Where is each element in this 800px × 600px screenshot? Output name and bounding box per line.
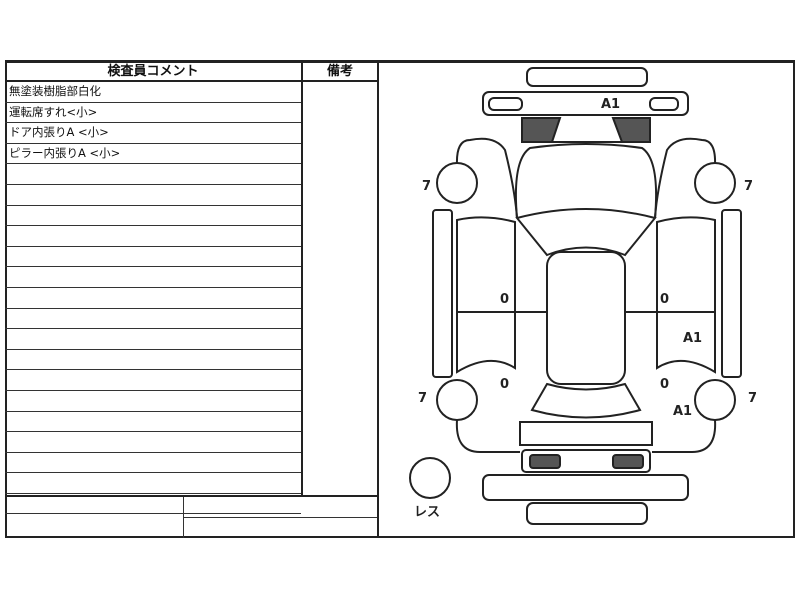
taillight-left: [529, 454, 561, 469]
left-doors: [456, 216, 516, 374]
comment-row: [5, 164, 301, 185]
remarks-column-header: 備考: [301, 62, 377, 82]
comment-row: [5, 494, 301, 515]
rear-door-mark: A1: [683, 331, 702, 346]
wheel-mark-rl: 7: [418, 391, 427, 406]
wheel-rear-right: [694, 379, 736, 421]
comment-column-header: 検査員コメント: [5, 62, 301, 82]
rear-window: [530, 382, 642, 419]
right-front-fender: [654, 137, 717, 219]
comment-row: [5, 432, 301, 453]
comment-row: 運転席すれ<小>: [5, 103, 301, 124]
front-panel: [526, 67, 648, 87]
taillight-right: [612, 454, 644, 469]
comment-row: [5, 288, 301, 309]
spare-tire-label: レス: [414, 505, 440, 520]
right-rear-fender: [652, 419, 717, 453]
roof: [546, 251, 626, 385]
front-bumper-mark: A1: [601, 97, 620, 112]
table-footer: [5, 495, 377, 538]
wheel-rear-left: [436, 379, 478, 421]
comment-row: [5, 267, 301, 288]
trunk: [519, 421, 653, 446]
pillar-mark: 0: [500, 292, 509, 307]
inspection-sheet-frame: [5, 60, 795, 538]
comment-row: [5, 206, 301, 227]
rear-fender-mark: A1: [673, 404, 692, 419]
comment-row: ピラー内張りA <小>: [5, 144, 301, 165]
spare-tire: [409, 457, 451, 499]
comment-row: [5, 247, 301, 268]
right-side-sill: [721, 209, 742, 378]
left-rear-fender: [455, 419, 520, 453]
pillar-mark: 0: [660, 377, 669, 392]
right-doors: [656, 216, 716, 374]
left-side-sill: [432, 209, 453, 378]
comment-row: [5, 309, 301, 330]
wheel-front-left: [436, 162, 478, 204]
windshield: [515, 208, 657, 257]
comment-row: [5, 185, 301, 206]
fog-light-right: [649, 97, 679, 111]
wheel-front-right: [694, 162, 736, 204]
comment-row: 無塗装樹脂部白化: [5, 82, 301, 103]
comment-row: [5, 329, 301, 350]
rear-bumper: [482, 474, 689, 501]
comment-row: [5, 350, 301, 371]
rear-light-panel: [521, 449, 651, 473]
comment-row: [5, 412, 301, 433]
wheel-mark-rr: 7: [748, 391, 757, 406]
hood: [514, 143, 658, 219]
comment-row: [5, 226, 301, 247]
headlight-right: [611, 117, 651, 143]
fog-light-left: [488, 97, 523, 111]
pillar-mark: 0: [660, 292, 669, 307]
rear-panel: [526, 502, 648, 525]
comment-row: [5, 473, 301, 494]
comment-rows: 無塗装樹脂部白化運転席すれ<小>ドア内張りA <小>ピラー内張りA <小>: [5, 82, 301, 515]
pillar-mark: 0: [500, 377, 509, 392]
comment-row: [5, 370, 301, 391]
wheel-mark-fl: 7: [422, 179, 431, 194]
comment-row: ドア内張りA <小>: [5, 123, 301, 144]
wheel-mark-fr: 7: [744, 179, 753, 194]
remarks-column: [301, 82, 377, 495]
comments-table: 検査員コメント 備考 無塗装樹脂部白化運転席すれ<小>ドア内張りA <小>ピラー…: [5, 62, 379, 538]
comment-row: [5, 453, 301, 474]
headlight-left: [521, 117, 562, 143]
front-bumper: [482, 91, 689, 116]
left-front-fender: [455, 137, 518, 219]
comment-row: [5, 391, 301, 412]
